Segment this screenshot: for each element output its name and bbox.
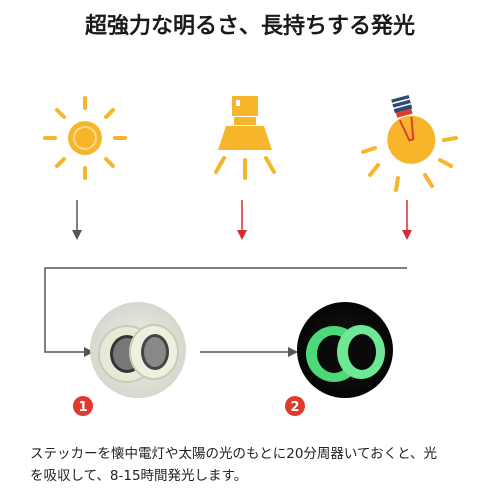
- sun-icon: [43, 96, 127, 180]
- arrow-down-bulb: [402, 200, 412, 240]
- arrow-down-flashlight: [237, 200, 247, 240]
- arrow-step1-to-step2: [200, 347, 298, 357]
- description-line-1: ステッカーを懐中電灯や太陽の光のもとに20分周器いておくと、光: [30, 446, 438, 462]
- light-bulb-icon: [361, 94, 458, 192]
- arrow-down-sun: [72, 200, 82, 240]
- description-text: ステッカーを懐中電灯や太陽の光のもとに20分周器いておくと、光 を吸収して、8-…: [30, 443, 480, 487]
- flashlight-icon: [214, 96, 276, 180]
- connector-line: [44, 267, 407, 357]
- step-1-badge: 1: [73, 396, 93, 416]
- step-2-number: 2: [290, 400, 299, 415]
- tape-rolls-glowing-icon: [297, 302, 393, 398]
- page-title: 超強力な明るさ、長持ちする発光: [84, 14, 415, 39]
- step-1-number: 1: [78, 400, 87, 415]
- tape-rolls-daylight-icon: [90, 302, 186, 398]
- step-2-badge: 2: [285, 396, 305, 416]
- description-line-2: を吸収して、8-15時間発光します。: [30, 468, 248, 484]
